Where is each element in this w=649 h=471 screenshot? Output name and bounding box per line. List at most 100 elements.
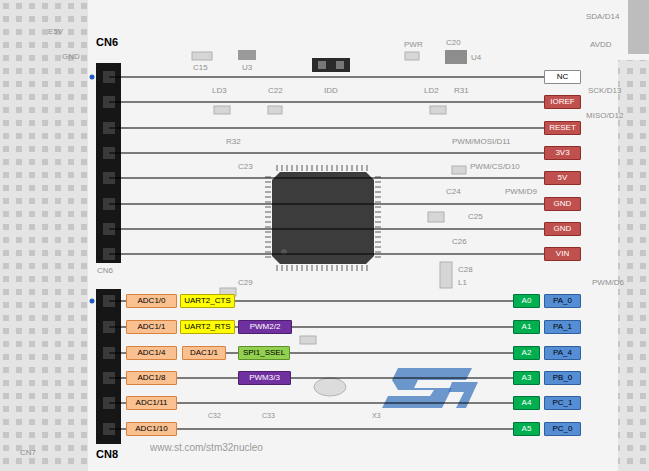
pin-function-label: DAC1/1: [182, 346, 226, 360]
idd-jumper: [312, 58, 350, 72]
signal-line: [290, 353, 513, 354]
left-header-pins: [0, 0, 88, 471]
pin-function-label: ADC1/11: [126, 396, 177, 410]
pin-label-text: PWM2/2: [250, 321, 281, 333]
led: [405, 52, 419, 60]
pin-function-label: PC_0: [544, 422, 581, 436]
silkscreen-label: SCK/D13: [588, 86, 621, 95]
pin-label-text: SPI1_SSEL: [243, 347, 285, 359]
pin-label-text: ADC1/11: [136, 397, 168, 409]
signal-line: [177, 403, 513, 404]
pin-function-label: UART2_RTS: [180, 320, 235, 334]
silkscreen-label: CN7: [20, 448, 36, 457]
pin-function-label: UART2_CTS: [180, 294, 235, 308]
pin-function-label: SPI1_SSEL: [238, 346, 290, 360]
pin-function-label: A2: [513, 346, 540, 360]
pin-label-text: PWM3/3: [249, 372, 280, 384]
silkscreen-label: PWM/D9: [505, 187, 537, 196]
pin-label-text: ADC1/1: [137, 321, 165, 333]
pin-function-label: PB_0: [544, 371, 581, 385]
silkscreen-label: PWR: [404, 40, 423, 49]
silkscreen-label: E5V: [48, 27, 63, 36]
crystal: [314, 378, 346, 396]
silkscreen-label: PWM/MOSI/D11: [452, 137, 511, 146]
leader-line: [109, 254, 562, 255]
pin-function-label: RESET: [544, 121, 581, 135]
pin-function-label: ADC1/4: [126, 346, 177, 360]
silkscreen-label: C24: [446, 187, 461, 196]
jumper-pin: [318, 61, 326, 69]
silkscreen-label: LD2: [424, 86, 439, 95]
pin-function-label: PA_1: [544, 320, 581, 334]
silkscreen-label: CN6: [97, 266, 113, 275]
inductor: [440, 262, 452, 288]
pin-label-text: RESET: [549, 122, 576, 134]
pin-label-text: NC: [557, 71, 569, 83]
header-cn6: [96, 63, 121, 263]
capacitor: [300, 336, 316, 344]
silkscreen-label: C28: [458, 265, 473, 274]
capacitor: [452, 166, 466, 174]
led: [430, 106, 446, 114]
pin-label-text: VIN: [556, 248, 569, 260]
pin-label-text: UART2_CTS: [184, 295, 231, 307]
silkscreen-label: SDA/D14: [586, 12, 619, 21]
silkscreen-label: C15: [193, 63, 208, 72]
leader-line: [109, 204, 562, 205]
leader-line: [109, 77, 562, 78]
signal-line: [226, 353, 238, 354]
jumper-pin: [336, 61, 344, 69]
silkscreen-label: IDD: [324, 86, 338, 95]
pin-label-text: A0: [522, 295, 532, 307]
pin1-marker: [90, 299, 95, 304]
silkscreen-label: C20: [446, 38, 461, 47]
pin-function-label: ADC1/8: [126, 371, 177, 385]
pin-label-text: ADC1/8: [137, 372, 165, 384]
right-header-strip: [618, 60, 649, 471]
pin-function-label: 5V: [544, 171, 581, 185]
silkscreen-label: GND: [62, 52, 80, 61]
st-logo: [448, 382, 478, 408]
pin-label-text: DAC1/1: [190, 347, 218, 359]
leader-line: [109, 153, 562, 154]
right-header-pins: [618, 60, 649, 471]
pin-label-text: A4: [522, 397, 532, 409]
right-connector: [628, 0, 649, 54]
mcu-chip: [272, 172, 374, 264]
pin-label-text: GND: [554, 223, 572, 235]
silkscreen-label: C33: [262, 412, 275, 420]
silkscreen-label: U4: [471, 53, 481, 62]
silkscreen-label: C26: [452, 237, 467, 246]
capacitor: [268, 106, 282, 114]
pin-label-text: PA_1: [553, 321, 572, 333]
chip-pins: [276, 265, 370, 271]
pin-function-label: PA_0: [544, 294, 581, 308]
led: [214, 106, 230, 114]
silkscreen-label: www.st.com/stm32nucleo: [150, 442, 263, 453]
signal-line: [291, 378, 513, 379]
silkscreen-label: MISO/D12: [586, 111, 623, 120]
chip-u4: [445, 50, 467, 64]
leader-line: [109, 102, 562, 103]
silkscreen-label: C22: [268, 86, 283, 95]
silkscreen-label: U3: [242, 63, 252, 72]
pin-label-text: UART2_RTS: [184, 321, 230, 333]
pin-function-label: A5: [513, 422, 540, 436]
pin-label-text: 5V: [558, 172, 568, 184]
connector-name: CN6: [96, 36, 118, 48]
connector-name: CN8: [96, 448, 118, 460]
pin-function-label: GND: [544, 197, 581, 211]
signal-line: [292, 327, 513, 328]
pin-label-text: PB_0: [553, 372, 573, 384]
silkscreen-label: R32: [226, 137, 241, 146]
pin-label-text: PA_4: [553, 347, 572, 359]
leader-line: [109, 128, 562, 129]
silkscreen-label: C23: [238, 162, 253, 171]
silkscreen-label: C29: [238, 278, 253, 287]
chip-pins: [375, 176, 381, 260]
silkscreen-label: PWM/D6: [592, 278, 624, 287]
pin-function-label: A0: [513, 294, 540, 308]
pin-function-label: NC: [544, 70, 581, 84]
